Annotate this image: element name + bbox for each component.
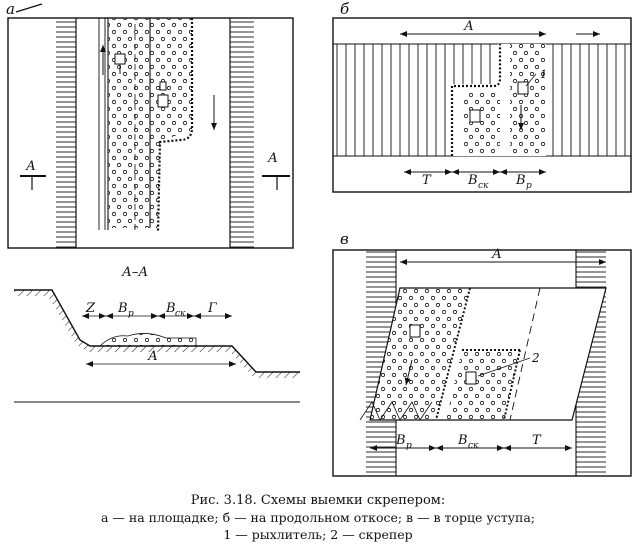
- ripper-icon: [517, 81, 529, 95]
- ground-surface-hatch: [14, 290, 300, 378]
- panel-c-dim-A-label: А: [491, 247, 502, 262]
- section-dim-Br-label: В: [117, 301, 128, 316]
- panel-c-dim-T-label: Т: [532, 433, 542, 448]
- scraper-cut-boundary: [156, 18, 194, 233]
- left-bank-hatch: [56, 18, 76, 248]
- panel-c-scraper-icon: [465, 371, 477, 385]
- section-dim-A-label: А: [147, 349, 158, 364]
- section-dim-Z-label: Z: [85, 301, 96, 316]
- loosened-layer: [99, 333, 197, 347]
- panel-c-ripper-icon: [409, 324, 421, 338]
- panel-c-dim-Bsk-sub: ск: [468, 441, 479, 451]
- strip-left-hatch: [96, 18, 108, 230]
- caption-line-2: 1 — рыхлитель; 2 — скрепер: [223, 527, 413, 542]
- section-dim-T-label: Г: [207, 301, 217, 316]
- callout-1-leader: [525, 73, 537, 87]
- panel-b-dim-Bsk-sub: ск: [478, 181, 489, 191]
- loosened-soil-left: [108, 18, 150, 228]
- panel-c-plan: в 2 А В р В ск Т: [332, 230, 632, 477]
- panel-b-scraper-icon: [469, 109, 481, 123]
- section-dim-Bsk-sub: ск: [175, 309, 186, 319]
- panel-c-arrow-down: [404, 359, 413, 386]
- panel-b-letter: б: [340, 0, 350, 18]
- caption-title: Рис. 3.18. Схемы выемки скрепером:: [190, 493, 446, 508]
- caption-line-1: а — на площадке; б — на продольном откос…: [100, 510, 536, 525]
- section-dim-Bsk-label: В: [165, 301, 176, 316]
- right-bank-hatch: [230, 18, 254, 248]
- face-toe-hatch: [359, 401, 433, 421]
- face-axis-line: [509, 287, 541, 421]
- panel-a-leader: [15, 3, 43, 13]
- section-a-a: А–А Z В р В ск Г А: [14, 265, 300, 403]
- ripper-1-icon: [114, 53, 126, 65]
- panel-c-dim-Br-sub: р: [406, 441, 412, 451]
- panel-c-frame: [332, 249, 632, 477]
- panel-b-dim-Bsk-label: В: [467, 173, 478, 188]
- face-cut-line-right: [462, 349, 521, 421]
- section-dim-Br-sub: р: [128, 309, 134, 319]
- section-marker-right-label: А: [267, 151, 278, 166]
- panel-c-letter: в: [340, 230, 349, 248]
- callout-2-label: 2: [531, 351, 540, 365]
- excavation-loosened-right: [510, 44, 546, 156]
- panel-c-dim-Br-label: В: [395, 433, 406, 448]
- panel-b-plan: б 1 А Т В ск В р: [332, 0, 632, 193]
- panel-b-dim-A-label: А: [463, 19, 474, 34]
- section-marker-left-label: А: [25, 159, 36, 174]
- callout-1-label: 1: [540, 68, 547, 81]
- panel-c-dim-Bsk-label: В: [457, 433, 468, 448]
- face-loosened-left: [370, 288, 470, 420]
- face-cut-line-left: [435, 287, 471, 421]
- panel-b-dim-T-label: Т: [422, 173, 432, 188]
- panel-a-letter: а: [6, 0, 15, 18]
- scraper-icon: [157, 94, 169, 108]
- callout-2-leader: [477, 357, 531, 377]
- panel-b-dim-Br-sub: р: [526, 181, 532, 191]
- excavation-loosened-left: [462, 90, 500, 156]
- panel-b-dim-Br-label: В: [515, 173, 526, 188]
- figure-caption: Рис. 3.18. Схемы выемки скрепером: а — н…: [0, 492, 636, 543]
- loosened-soil-right: [150, 18, 192, 228]
- scraper-tractor-icon: [159, 81, 167, 91]
- panel-a-plan: а А А: [6, 0, 294, 249]
- section-title: А–А: [121, 265, 148, 280]
- excavation-boundary: [450, 44, 502, 156]
